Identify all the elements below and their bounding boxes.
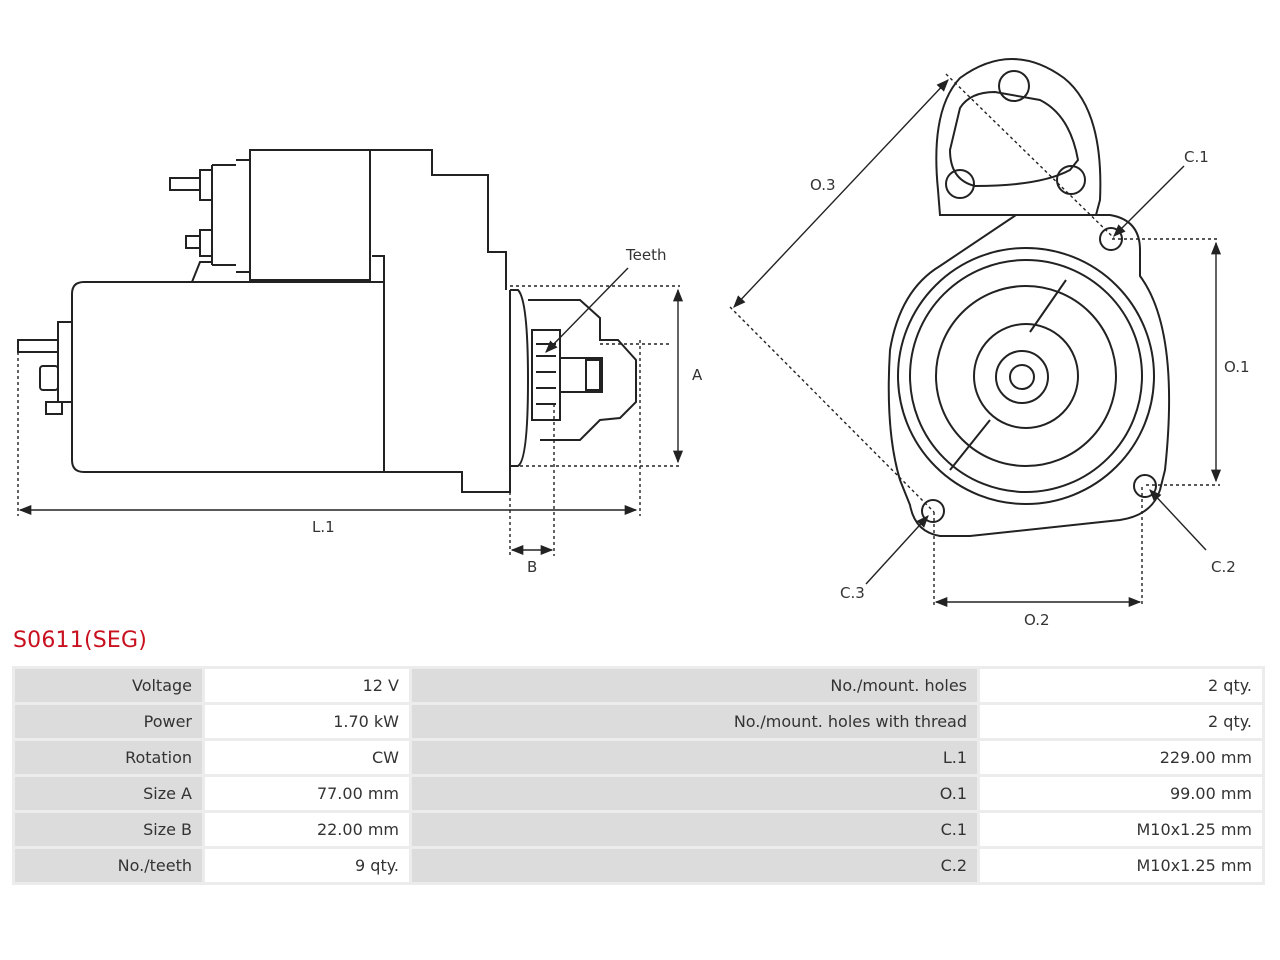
spec-value: 2 qty.: [980, 669, 1262, 702]
spec-key: Voltage: [15, 669, 202, 702]
label-o3: O.3: [810, 176, 836, 194]
spec-value: 77.00 mm: [205, 777, 409, 810]
spec-key: Size B: [15, 813, 202, 846]
spec-value: 1.70 kW: [205, 705, 409, 738]
spec-value: 12 V: [205, 669, 409, 702]
table-row: Size A 77.00 mm O.1 99.00 mm: [15, 777, 1262, 810]
table-row: No./teeth 9 qty. C.2 M10x1.25 mm: [15, 849, 1262, 882]
label-o1: O.1: [1224, 358, 1250, 376]
front-view-dimensions: [729, 73, 1222, 608]
label-a: A: [692, 366, 703, 384]
spec-key: Rotation: [15, 741, 202, 774]
part-title: S0611(SEG): [13, 628, 148, 653]
spec-key: No./teeth: [15, 849, 202, 882]
side-view-dimensions: [17, 267, 684, 556]
spec-value: 9 qty.: [205, 849, 409, 882]
spec-key: No./mount. holes: [412, 669, 977, 702]
label-c3: C.3: [840, 584, 865, 602]
table-row: Power 1.70 kW No./mount. holes with thre…: [15, 705, 1262, 738]
spec-key: Size A: [15, 777, 202, 810]
starter-technical-drawing: Teeth A L.1 B O.3 C.: [17, 58, 1250, 629]
label-c2: C.2: [1211, 558, 1236, 576]
spec-value: 2 qty.: [980, 705, 1262, 738]
spec-table: Voltage 12 V No./mount. holes 2 qty. Pow…: [12, 666, 1265, 885]
label-c1: C.1: [1184, 148, 1209, 166]
spec-key: C.1: [412, 813, 977, 846]
spec-value: M10x1.25 mm: [980, 849, 1262, 882]
label-o2: O.2: [1024, 611, 1050, 629]
drive-nose: [510, 289, 637, 467]
front-view: [887, 58, 1171, 537]
label-l1: L.1: [312, 518, 335, 536]
spec-key: C.2: [412, 849, 977, 882]
motor-body: [17, 261, 511, 493]
spec-value: 229.00 mm: [980, 741, 1262, 774]
solenoid: [169, 149, 507, 290]
spec-key: Power: [15, 705, 202, 738]
spec-key: No./mount. holes with thread: [412, 705, 977, 738]
spec-key: L.1: [412, 741, 977, 774]
table-row: Voltage 12 V No./mount. holes 2 qty.: [15, 669, 1262, 702]
spec-key: O.1: [412, 777, 977, 810]
spec-value: M10x1.25 mm: [980, 813, 1262, 846]
table-row: Size B 22.00 mm C.1 M10x1.25 mm: [15, 813, 1262, 846]
spec-value: CW: [205, 741, 409, 774]
label-teeth: Teeth: [625, 246, 666, 264]
spec-value: 22.00 mm: [205, 813, 409, 846]
label-b: B: [527, 558, 537, 576]
table-row: Rotation CW L.1 229.00 mm: [15, 741, 1262, 774]
side-view: [17, 149, 637, 493]
spec-value: 99.00 mm: [980, 777, 1262, 810]
